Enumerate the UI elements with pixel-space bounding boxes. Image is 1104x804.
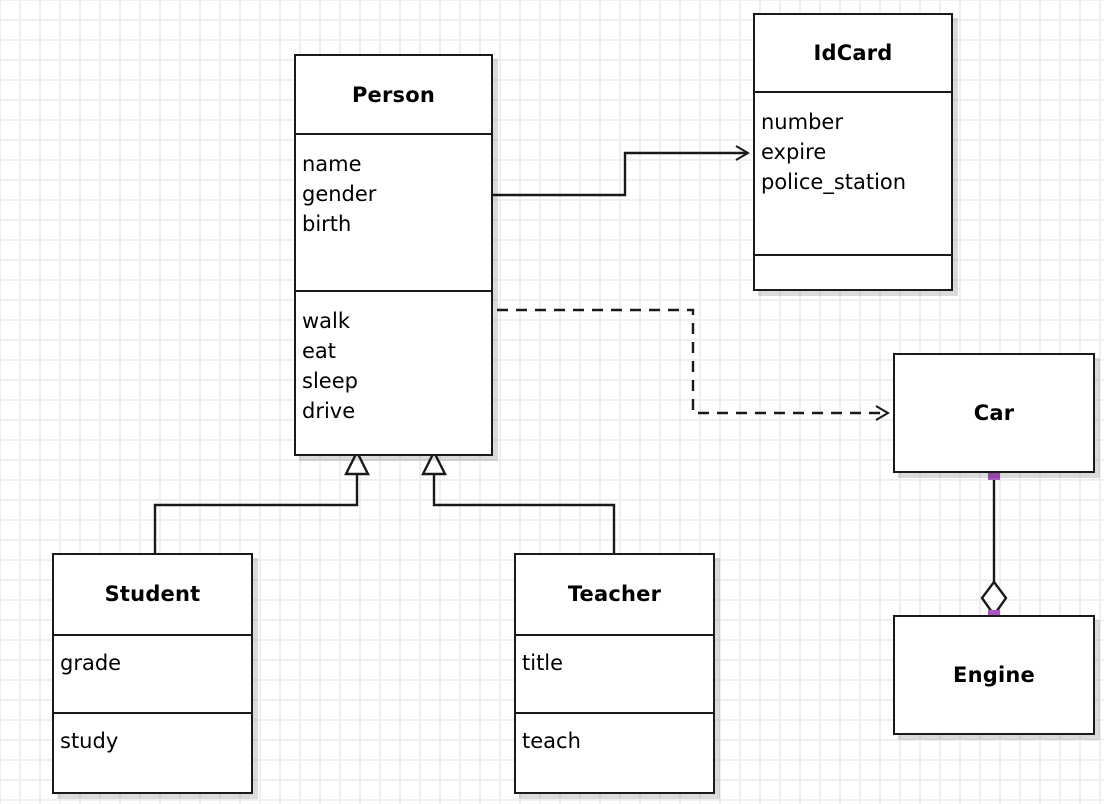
class-methods-student: study <box>54 712 251 792</box>
association-person-idcard[interactable] <box>493 145 750 197</box>
method-item: drive <box>302 398 356 423</box>
method-item: eat <box>302 338 337 363</box>
dependency-person-car[interactable] <box>497 308 890 421</box>
method-item: study <box>60 729 119 754</box>
class-methods-idcard <box>755 253 951 289</box>
method-item: sleep <box>302 368 358 393</box>
class-name-label: Car <box>973 401 1015 425</box>
class-name-label: Student <box>104 582 201 607</box>
class-title-person: Person <box>296 56 491 133</box>
class-methods-person: walk eat sleep drive <box>296 289 491 454</box>
class-attributes-teacher: title <box>516 633 713 713</box>
attribute-item: police_station <box>761 169 907 194</box>
class-box-engine[interactable]: Engine <box>893 615 1095 735</box>
class-box-car[interactable]: Car <box>893 353 1095 473</box>
class-box-teacher[interactable]: Teacher title teach <box>514 553 715 794</box>
method-item: teach <box>522 729 581 754</box>
attribute-item: birth <box>302 212 352 237</box>
generalization-student-person[interactable] <box>153 449 370 553</box>
class-box-student[interactable]: Student grade study <box>52 553 253 794</box>
class-title-idcard: IdCard <box>755 15 951 91</box>
attribute-item: grade <box>60 650 122 675</box>
class-name-label: IdCard <box>813 40 893 65</box>
class-name-label: Engine <box>953 663 1035 687</box>
class-title-teacher: Teacher <box>516 555 713 634</box>
aggregation-car-engine[interactable] <box>980 473 1008 618</box>
attribute-item: name <box>302 152 362 177</box>
method-item: walk <box>302 308 351 333</box>
class-attributes-idcard: number expire police_station <box>755 90 951 254</box>
class-box-person[interactable]: Person name gender birth walk eat sleep … <box>294 54 493 456</box>
class-box-idcard[interactable]: IdCard number expire police_station <box>753 13 953 291</box>
class-title-car: Car <box>895 355 1093 471</box>
attribute-item: expire <box>761 139 827 164</box>
attribute-item: number <box>761 109 843 134</box>
class-attributes-student: grade <box>54 633 251 713</box>
class-attributes-person: name gender birth <box>296 133 491 289</box>
attribute-item: gender <box>302 182 377 207</box>
class-title-engine: Engine <box>895 617 1093 733</box>
class-name-label: Teacher <box>567 582 662 607</box>
class-methods-teacher: teach <box>516 712 713 792</box>
attribute-item: title <box>522 650 564 675</box>
generalization-teacher-person[interactable] <box>421 449 616 553</box>
class-title-student: Student <box>54 555 251 634</box>
class-name-label: Person <box>351 82 436 107</box>
